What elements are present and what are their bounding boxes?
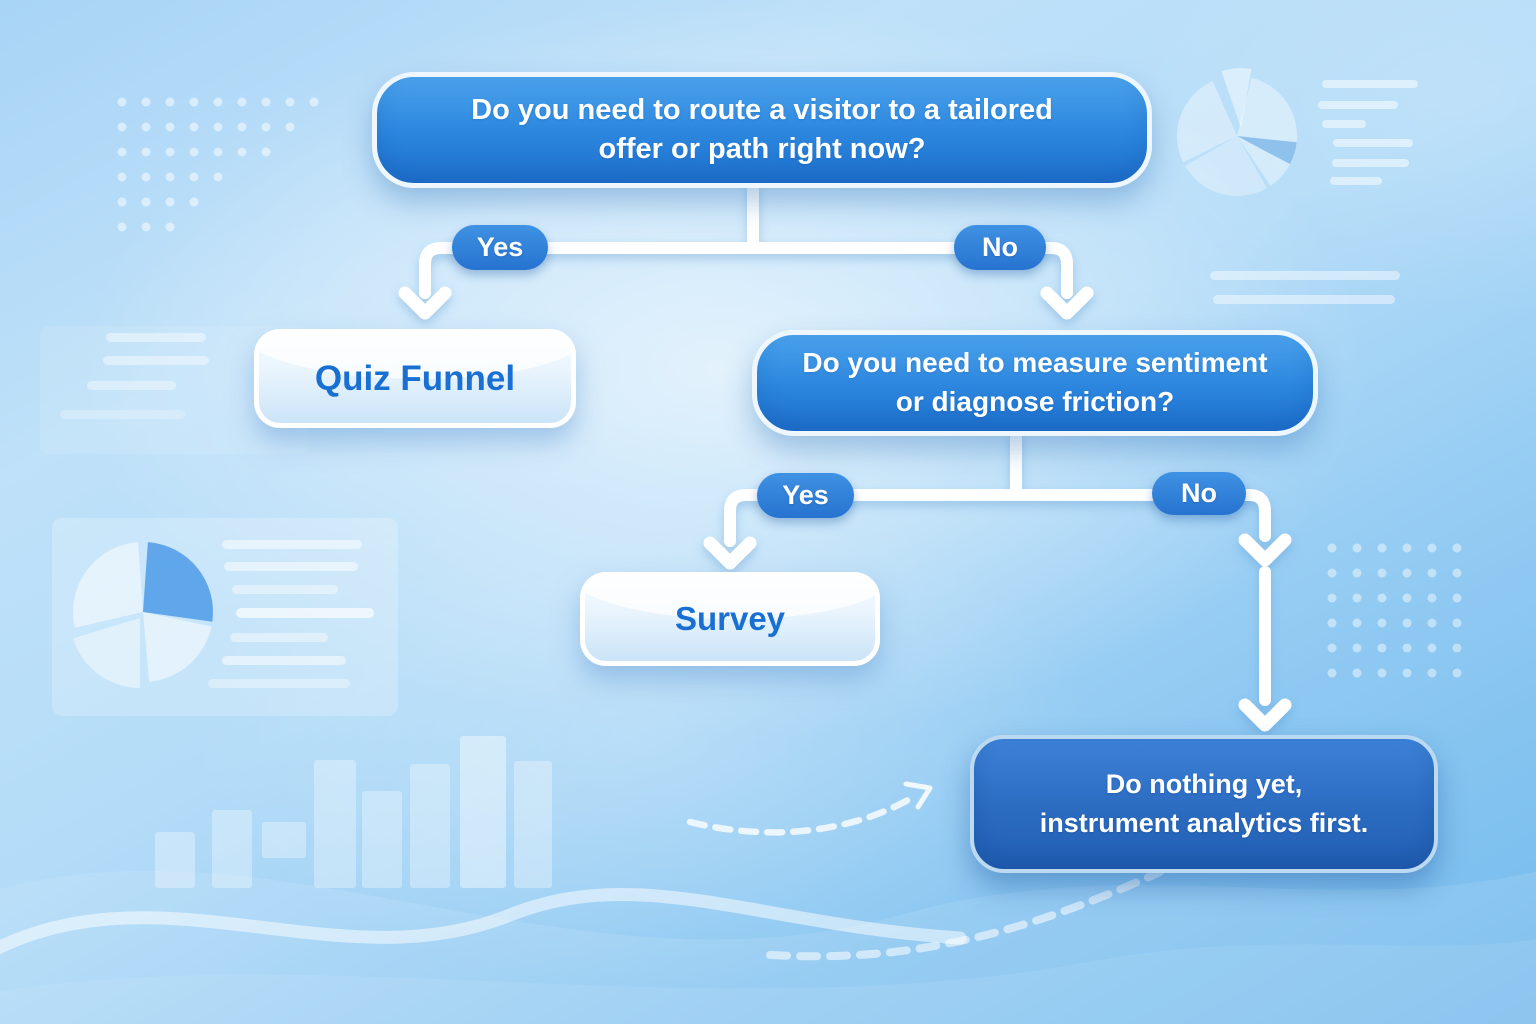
dot-grid-icon [1327, 543, 1462, 678]
question-text-line: Do you need to measure sentiment [802, 347, 1268, 379]
result-text-line: instrument analytics first. [1039, 808, 1369, 838]
result-label: Quiz Funnel [314, 358, 516, 398]
placeholder-lines-icon [1318, 80, 1418, 185]
result-label: Survey [674, 600, 786, 637]
result-node-do-nothing: Do nothing yet, instrument analytics fir… [970, 735, 1438, 873]
dot-grid-icon [117, 97, 319, 232]
bar-chart-icon [155, 736, 552, 888]
branch-label-yes: Yes [452, 225, 548, 270]
result-node-quiz-funnel: Quiz Funnel [254, 329, 576, 428]
branch-label-no: No [954, 225, 1046, 270]
branch-label-no: No [1152, 472, 1246, 515]
wave-icon [0, 870, 1536, 1024]
dashed-arrow-icon [686, 781, 1164, 961]
placeholder-lines-icon [1210, 271, 1400, 304]
pie-chart-icon [1177, 68, 1297, 197]
question-node-route-visitor: Do you need to route a visitor to a tail… [372, 72, 1152, 188]
connector-q1-yes [419, 242, 759, 299]
arrowhead-icon [398, 286, 452, 320]
result-text-line: Do nothing yet, [1105, 768, 1303, 799]
arrowhead-icon [1040, 286, 1094, 320]
question-text-line: offer or path right now? [598, 133, 926, 165]
arrowhead-icon [703, 536, 757, 570]
result-node-survey: Survey [580, 572, 880, 666]
question-node-measure-sentiment: Do you need to measure sentiment or diag… [752, 330, 1318, 436]
arrowhead-icon [1238, 533, 1292, 567]
connector-q1-no [747, 242, 1073, 299]
arrowhead-icon [1238, 698, 1292, 732]
branch-label-yes: Yes [757, 473, 854, 518]
pie-chart-icon [72, 542, 214, 688]
placeholder-lines-icon [40, 326, 308, 454]
analytics-card [52, 518, 398, 716]
question-text-line: Do you need to route a visitor to a tail… [471, 93, 1053, 126]
question-text-line: or diagnose friction? [895, 386, 1175, 417]
connector-q2-yes [724, 489, 1022, 547]
connector-q2-no [1010, 489, 1271, 542]
